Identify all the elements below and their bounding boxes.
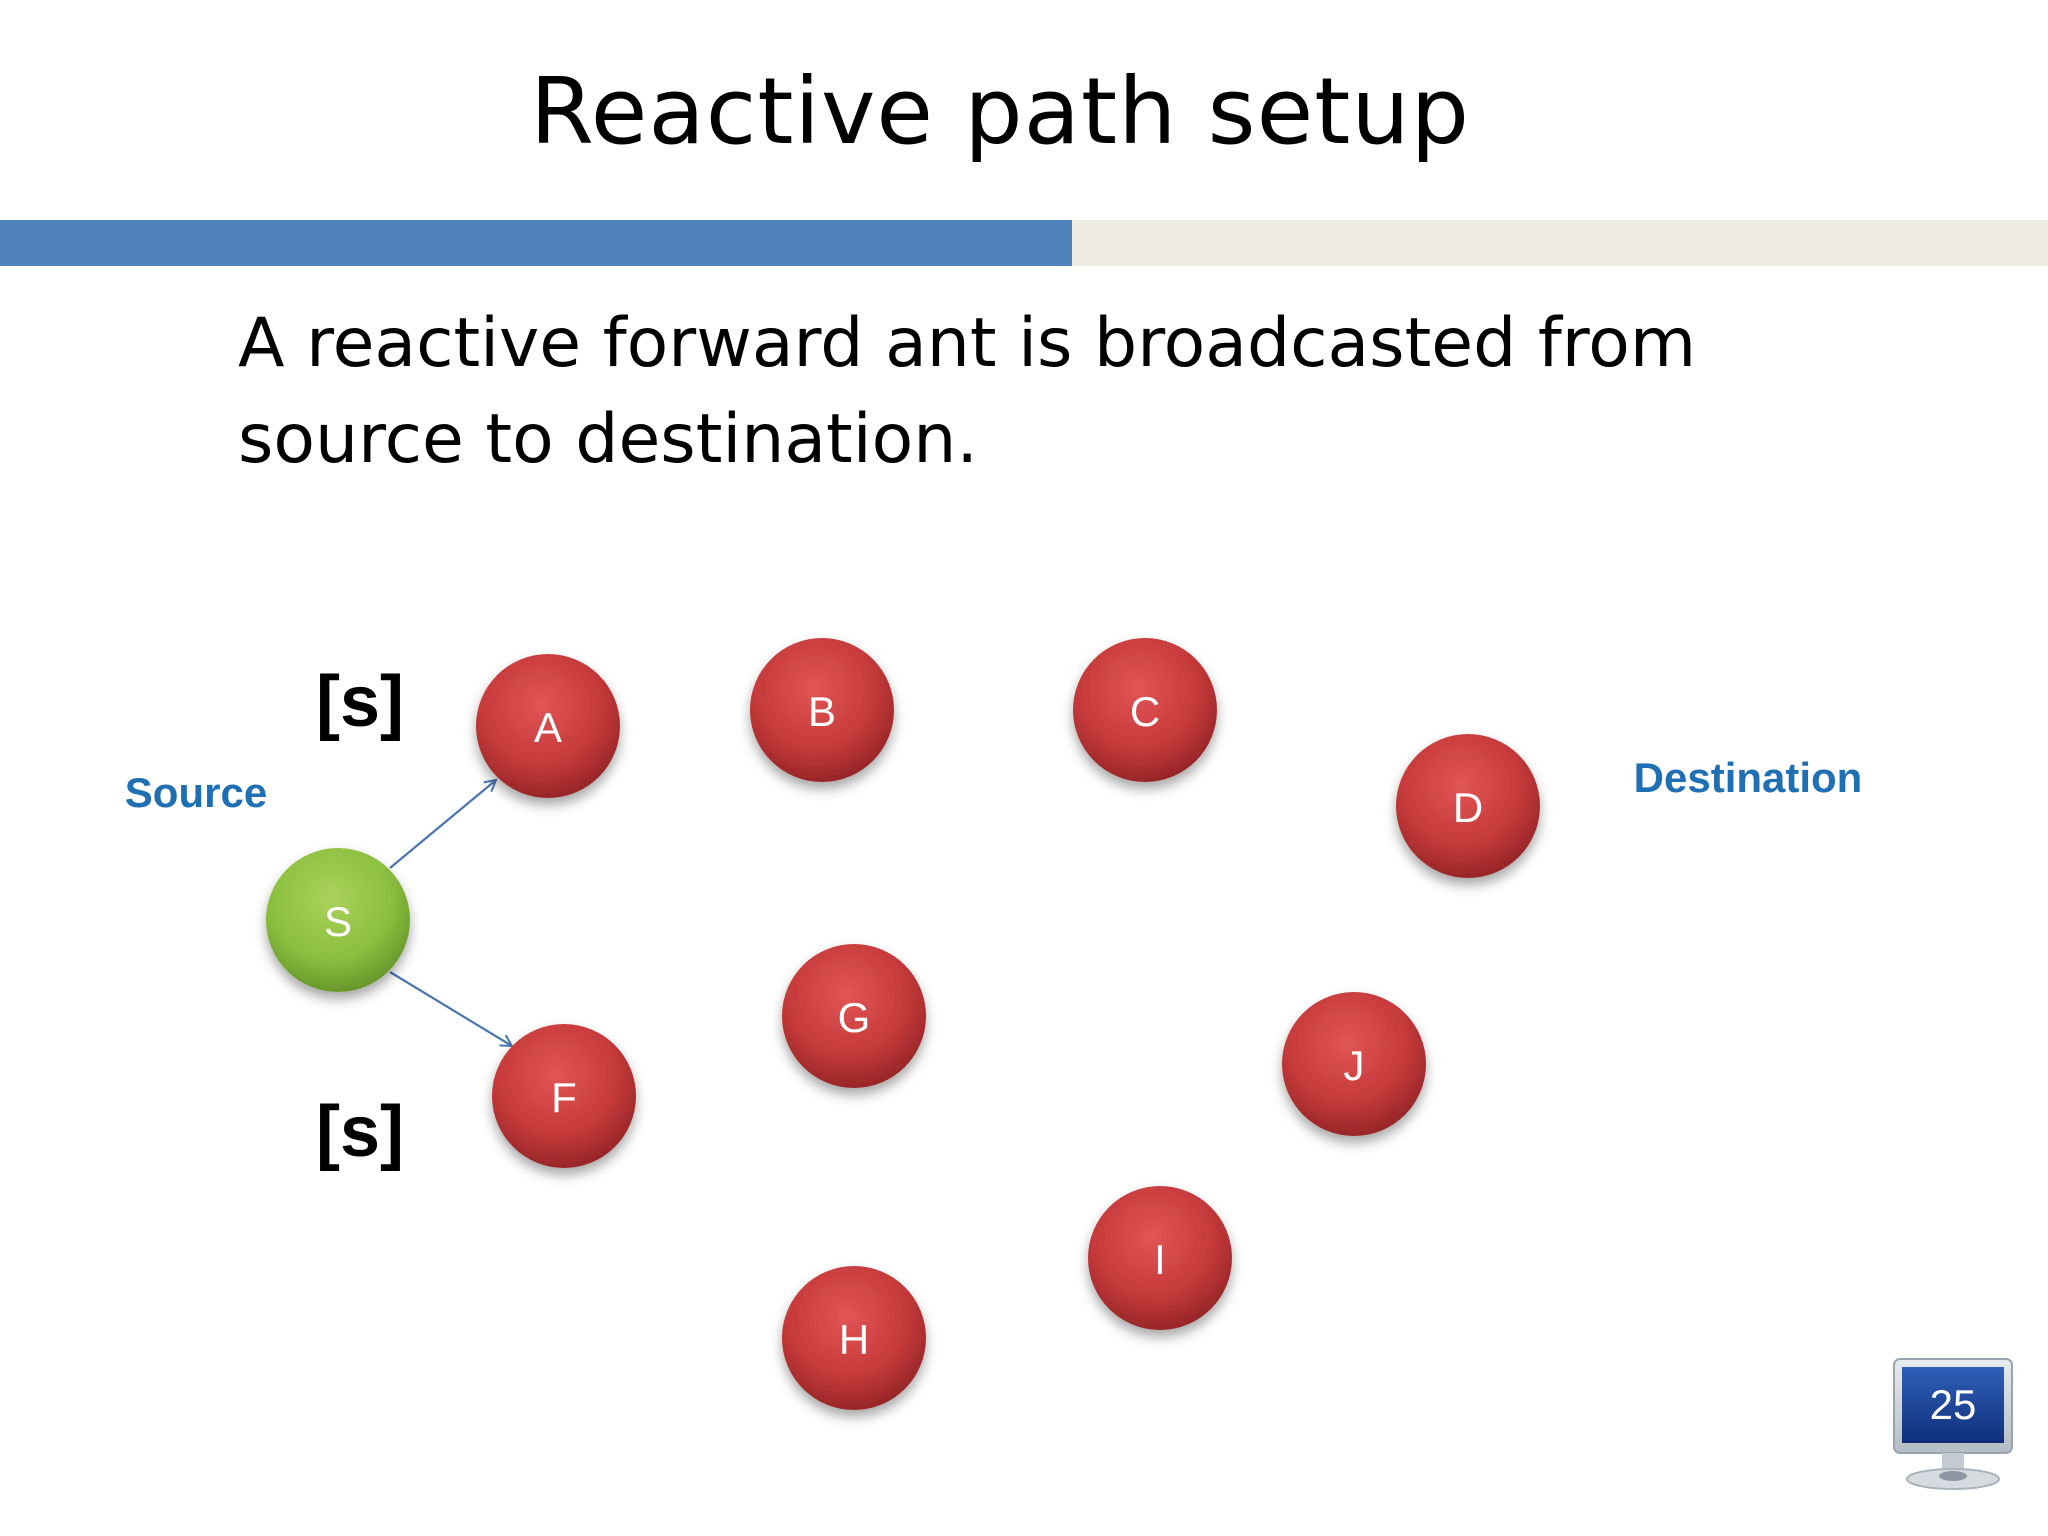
routing-bracket-a: [s] — [316, 662, 404, 742]
routing-bracket-f: [s] — [316, 1092, 404, 1172]
body-text: A reactive forward ant is broadcasted fr… — [238, 304, 1697, 479]
node-j: J — [1282, 992, 1426, 1136]
title-accent-band — [0, 220, 1072, 266]
edge-s-a — [389, 780, 496, 869]
node-label: G — [838, 994, 871, 1041]
source-label: Source — [125, 769, 267, 816]
node-label: C — [1130, 688, 1160, 735]
destination-label: Destination — [1634, 754, 1863, 801]
page-number: 25 — [1930, 1381, 1977, 1428]
node-label: S — [324, 898, 352, 945]
node-c: C — [1073, 638, 1217, 782]
node-label: I — [1154, 1236, 1166, 1283]
node-label: B — [808, 688, 836, 735]
page-number-monitor-icon: 25 — [1893, 1358, 2013, 1490]
slide-title: Reactive path setup — [530, 58, 1470, 165]
title-light-band — [1072, 220, 2048, 266]
node-label: D — [1453, 784, 1483, 831]
node-label: F — [551, 1074, 577, 1121]
node-d: D — [1396, 734, 1540, 878]
node-label: J — [1344, 1042, 1365, 1089]
node-label: A — [534, 704, 562, 751]
node-a: A — [476, 654, 620, 798]
node-h: H — [782, 1266, 926, 1410]
edge-s-f — [389, 971, 512, 1046]
node-g: G — [782, 944, 926, 1088]
node-b: B — [750, 638, 894, 782]
node-i: I — [1088, 1186, 1232, 1330]
node-f: F — [492, 1024, 636, 1168]
node-s: S — [266, 848, 410, 992]
node-label: H — [839, 1316, 869, 1363]
